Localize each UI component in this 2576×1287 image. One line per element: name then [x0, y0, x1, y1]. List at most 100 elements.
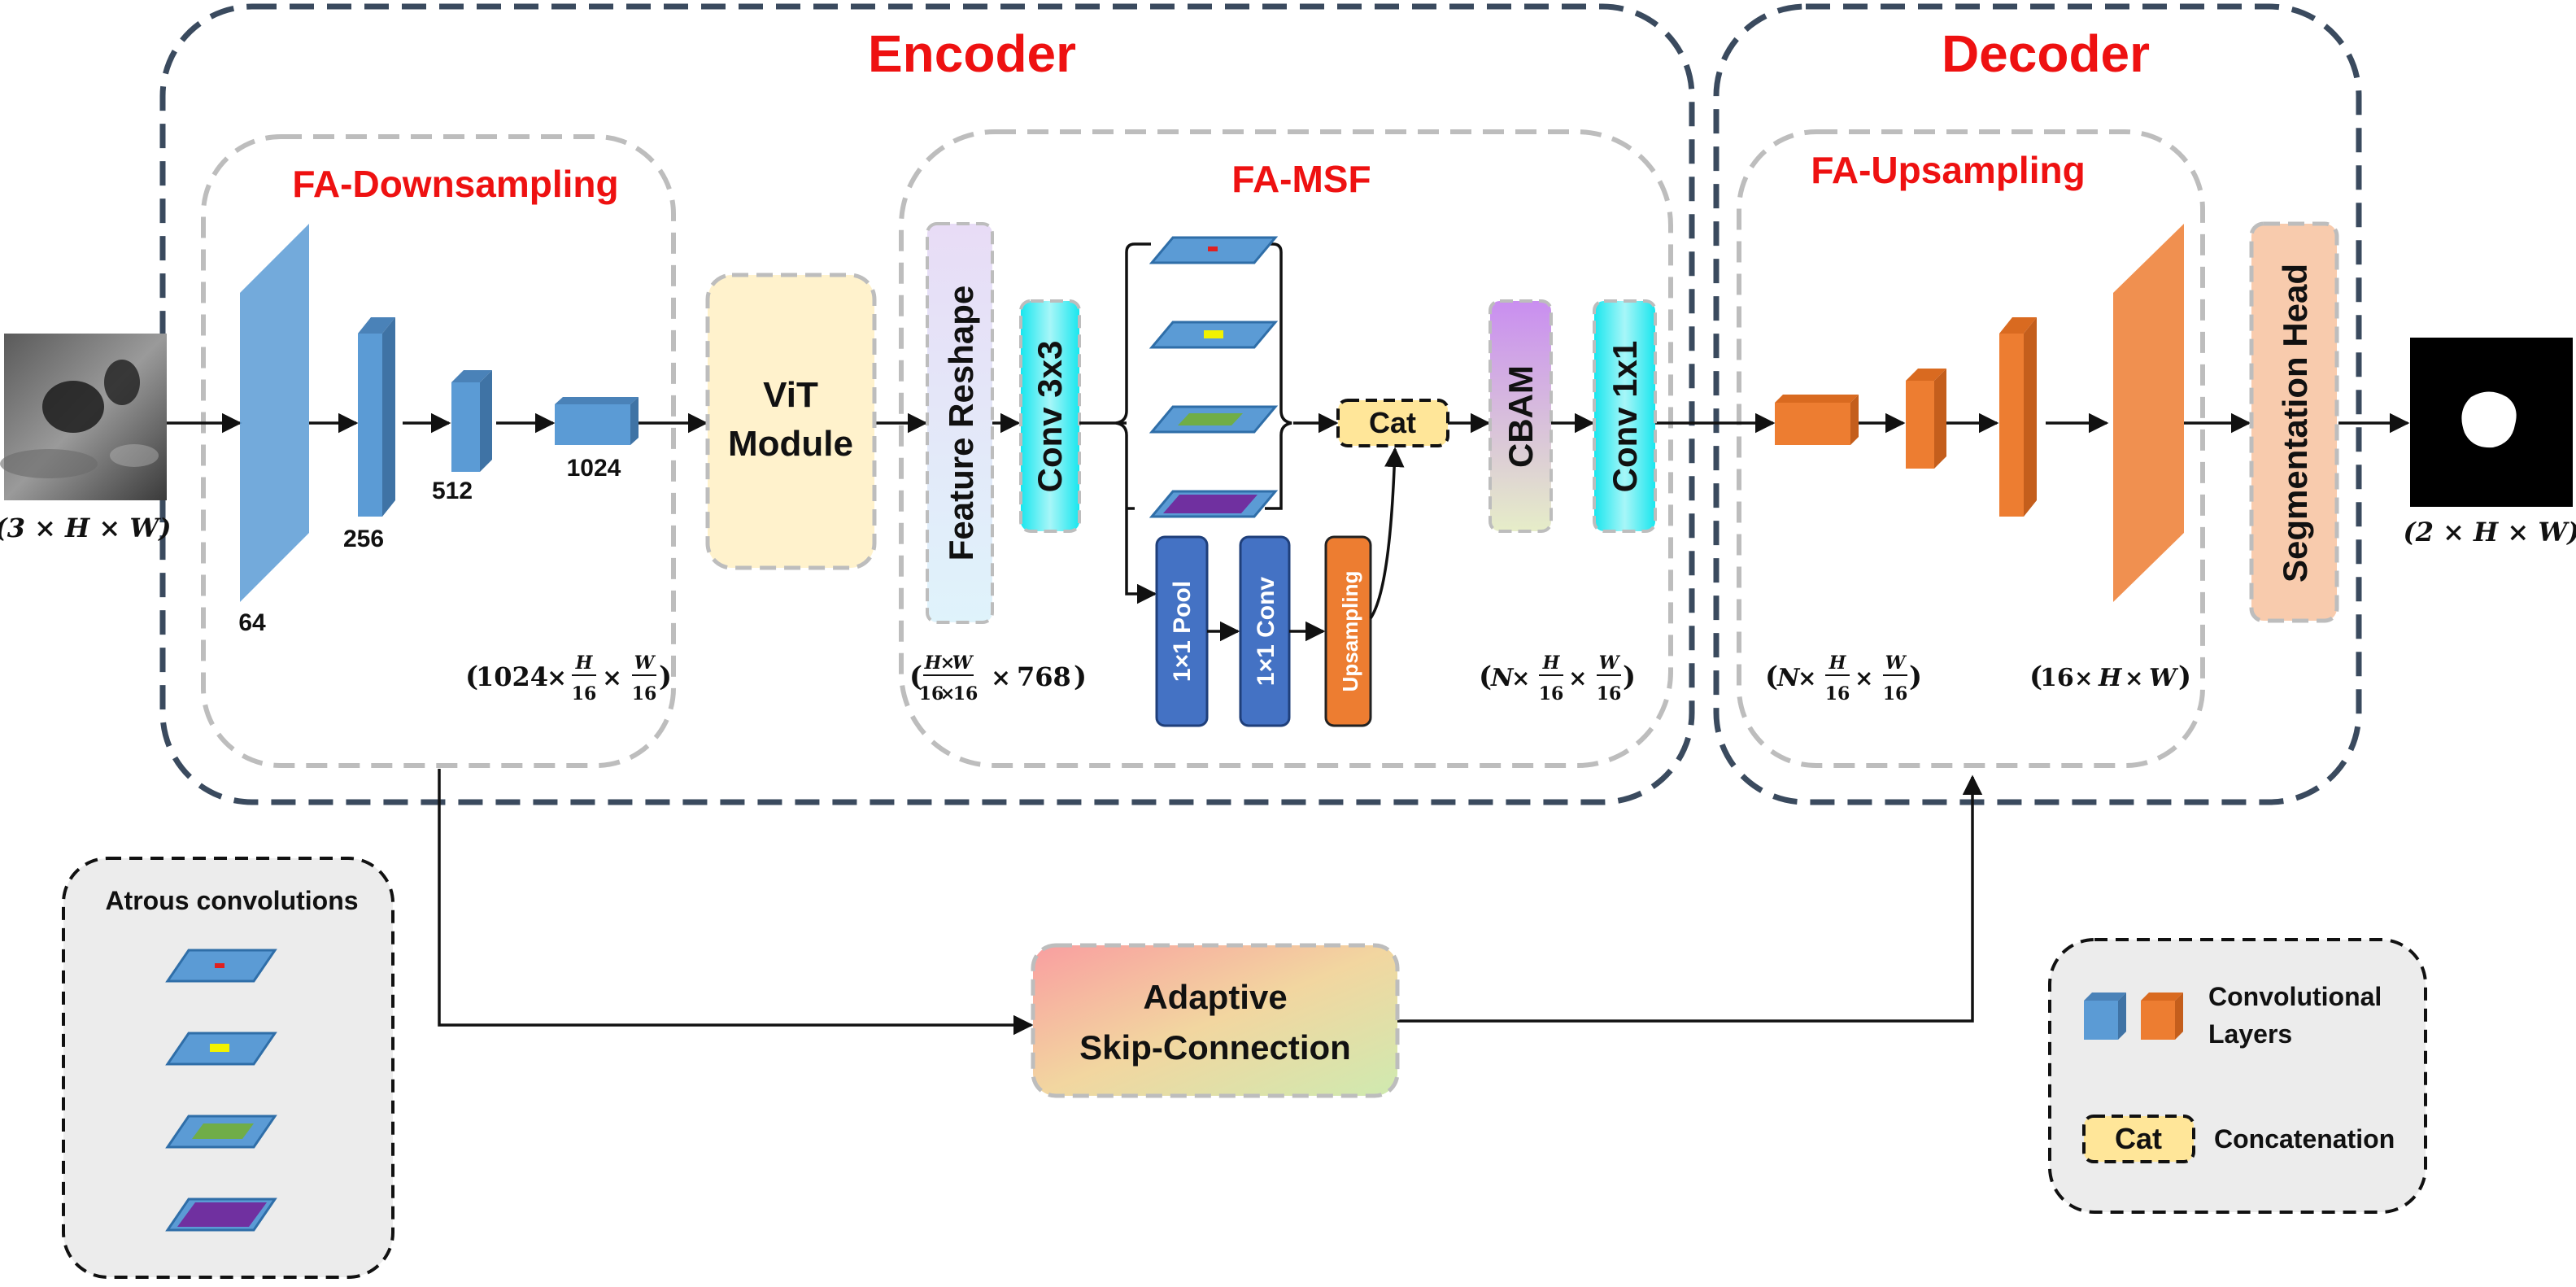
svg-text:(: ( [1765, 661, 1778, 693]
output-dim: (2 × H × W) [2404, 517, 2576, 548]
skip-connection-arrows [438, 769, 1983, 1036]
pool-block: 1×1 Pool [1155, 535, 1209, 727]
svg-text:(: ( [909, 661, 922, 693]
channel-64: 64 [238, 609, 266, 636]
svg-text:×: × [2074, 665, 2093, 691]
up-input-dim: ( N × H 16 × W 16 ) [1765, 652, 1922, 705]
svg-text:Concatenation: Concatenation [2214, 1124, 2395, 1154]
svg-text:ViT: ViT [763, 375, 818, 415]
upsampling-title: FA-Upsampling [1811, 149, 2085, 191]
svg-text:×: × [547, 664, 567, 692]
svg-text:Adaptive: Adaptive [1143, 978, 1287, 1016]
svg-text:(: ( [465, 661, 478, 693]
svg-text:): ) [659, 661, 672, 693]
segmentation-head-block: Segmentation Head [2249, 221, 2339, 623]
svg-text:Feature Reshape: Feature Reshape [942, 286, 980, 561]
svg-text:(: ( [1479, 661, 1492, 693]
svg-text:16: 16 [2040, 664, 2074, 692]
input-image [0, 334, 167, 500]
svg-text:H: H [1828, 652, 1847, 674]
decoder-conv-4 [2113, 224, 2184, 602]
svg-text:): ) [1074, 661, 1087, 693]
svg-text:16: 16 [919, 683, 944, 705]
msf-output-dim: ( N × H 16 × W 16 ) [1479, 652, 1636, 705]
msf-input-dim: ( H × W 16 × 16 × 768 ) [909, 652, 1087, 705]
svg-text:16: 16 [1597, 683, 1622, 705]
downsampling-container [201, 134, 676, 768]
svg-text:N: N [1776, 664, 1801, 692]
svg-text:Module: Module [728, 424, 853, 464]
atrous-legend: Atrous convolutions [62, 857, 394, 1279]
svg-text:W: W [2149, 664, 2179, 692]
svg-text:H: H [575, 652, 594, 674]
adaptive-skip-connection-block: Adaptive Skip-Connection [1031, 943, 1400, 1098]
svg-text:(: ( [2029, 661, 2042, 693]
output-mask [2410, 338, 2573, 507]
vit-module: ViT Module [705, 273, 877, 570]
svg-text:×: × [602, 664, 622, 692]
layers-legend: Convolutional Layers Cat Concatenation [2048, 938, 2427, 1214]
upsampling-block: Upsampling [1324, 535, 1372, 727]
svg-text:Cat: Cat [1369, 406, 1416, 439]
input-dim: (3 × H × W) [0, 513, 171, 543]
cbam-block: CBAM [1489, 299, 1553, 533]
svg-text:W: W [634, 652, 656, 674]
upsampling-container [1737, 129, 2205, 768]
svg-text:×: × [940, 652, 955, 674]
svg-text:W: W [1885, 652, 1907, 674]
svg-text:16: 16 [1539, 683, 1564, 705]
atrous-plane-4 [1149, 490, 1279, 518]
svg-text:×: × [1855, 665, 1873, 691]
channel-1024: 1024 [567, 455, 621, 482]
svg-text:N: N [1490, 664, 1515, 692]
decoder-conv-3 [1999, 317, 2037, 517]
svg-text:W: W [952, 652, 974, 674]
decoder-container [1713, 3, 2362, 805]
svg-text:H: H [924, 652, 943, 674]
conv3x3-block: Conv 3x3 [1019, 299, 1081, 533]
svg-text:W: W [1599, 652, 1621, 674]
downsampling-title: FA-Downsampling [292, 163, 618, 205]
svg-text:16: 16 [632, 683, 657, 705]
svg-text:): ) [1909, 661, 1922, 693]
msf-title: FA-MSF [1231, 158, 1371, 200]
svg-text:×: × [940, 683, 955, 705]
channel-512: 512 [432, 478, 473, 504]
svg-text:1×1 Pool: 1×1 Pool [1169, 581, 1196, 682]
channel-256: 256 [343, 526, 384, 552]
branch-connectors [1079, 242, 1339, 604]
svg-text:Cat: Cat [2115, 1122, 2162, 1155]
svg-text:Layers: Layers [2208, 1019, 2292, 1049]
up-output-dim: ( 16 × H × W ) [2029, 661, 2191, 693]
conv1x1-block: Conv 1x1 [1593, 299, 1657, 533]
encoder-conv-64 [240, 224, 309, 602]
down-output-dim: ( 1024 × H 16 × W 16 ) [465, 652, 672, 705]
svg-text:×: × [991, 664, 1011, 692]
svg-text:Conv 1x1: Conv 1x1 [1606, 341, 1644, 493]
svg-text:Skip-Connection: Skip-Connection [1079, 1028, 1351, 1067]
encoder-conv-512 [451, 370, 492, 472]
atrous-plane-2 [1149, 321, 1279, 349]
svg-text:Convolutional: Convolutional [2208, 982, 2382, 1011]
msf-container [899, 129, 1673, 768]
feature-reshape-block: Feature Reshape [926, 222, 994, 624]
svg-text:): ) [1623, 661, 1636, 693]
decoder-title: Decoder [1942, 24, 2150, 83]
cat-block: Cat [1336, 399, 1449, 447]
atrous-plane-3 [1149, 405, 1279, 434]
svg-text:H: H [1542, 652, 1561, 674]
svg-text:×: × [2125, 665, 2143, 691]
encoder-conv-1024 [555, 397, 639, 445]
svg-text:×: × [1568, 665, 1587, 691]
upsampling-to-cat-arrow [1369, 447, 1405, 619]
svg-text:CBAM: CBAM [1502, 365, 1540, 468]
svg-text:): ) [2178, 661, 2191, 693]
svg-text:1024: 1024 [476, 661, 548, 692]
svg-text:×: × [1798, 665, 1816, 691]
svg-text:1×1 Conv: 1×1 Conv [1253, 577, 1279, 687]
decoder-conv-1 [1775, 395, 1859, 445]
svg-text:Upsampling: Upsampling [1338, 571, 1362, 692]
svg-text:768: 768 [1017, 661, 1071, 692]
svg-text:16: 16 [572, 683, 597, 705]
svg-text:H: H [2098, 664, 2123, 692]
